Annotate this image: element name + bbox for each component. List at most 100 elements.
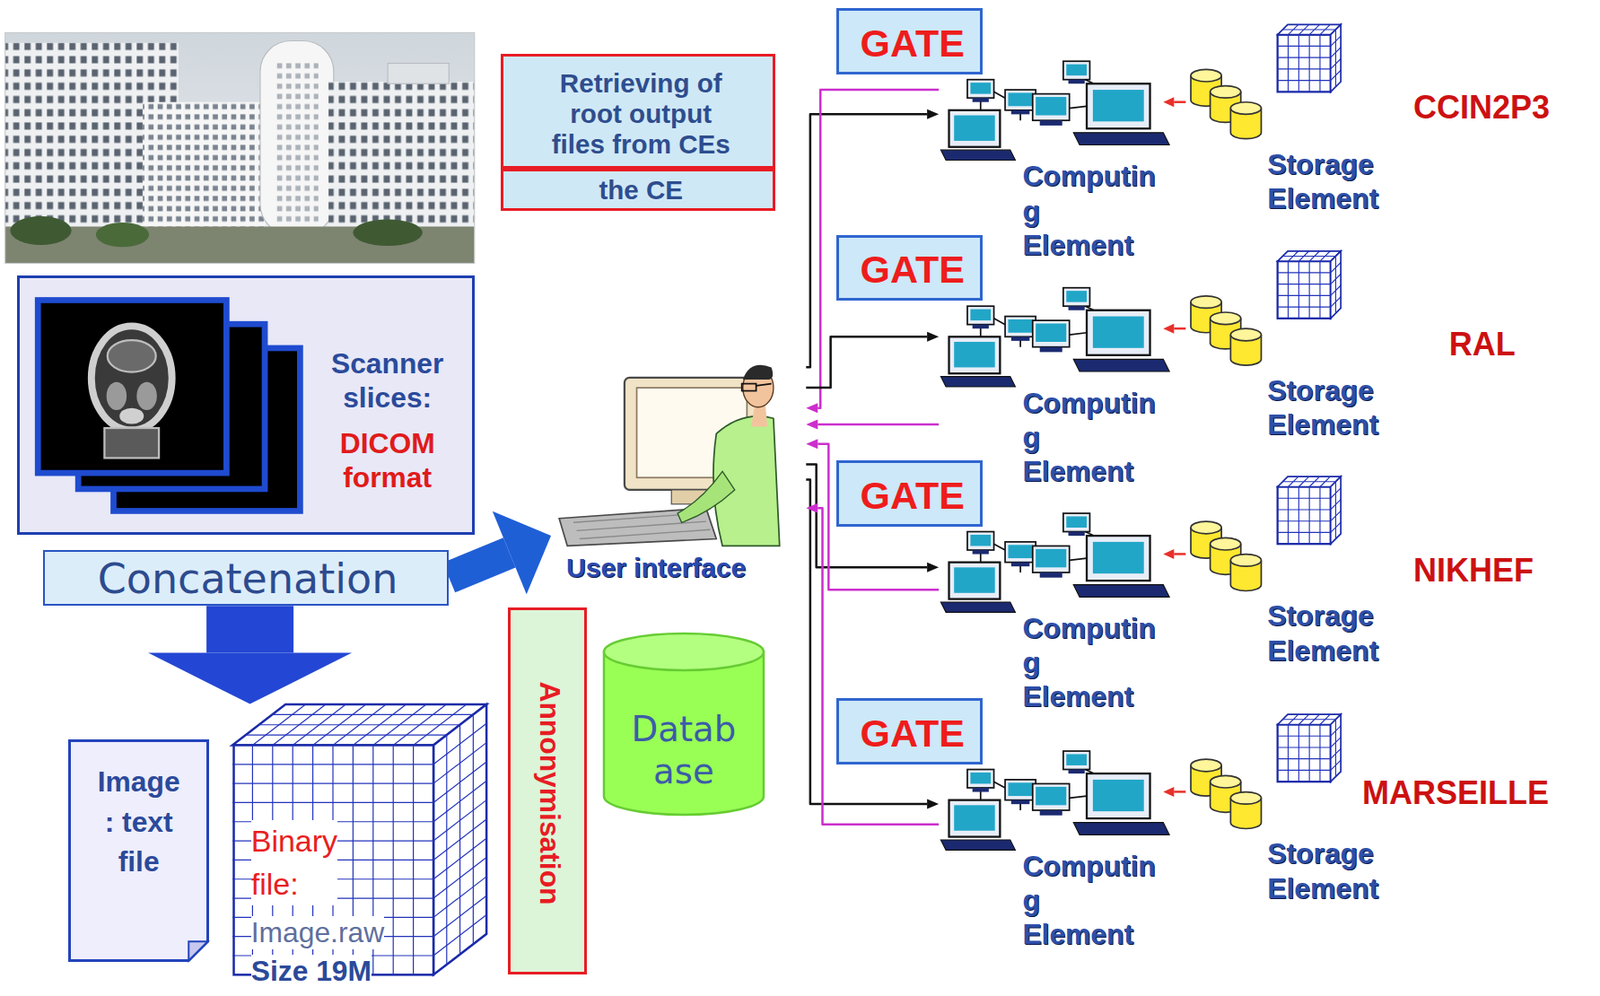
connector [805, 332, 939, 388]
person-hair [743, 365, 773, 380]
glasses [742, 384, 757, 392]
file-label: Image : text file [97, 761, 181, 883]
roof-block [387, 63, 449, 85]
tree [352, 219, 422, 247]
arrowhead [926, 562, 939, 573]
computing-element: Computin g Element [938, 743, 1163, 966]
process-label: Concatenation [97, 557, 399, 601]
result-return-arrow [817, 423, 939, 427]
connector [1162, 549, 1186, 560]
grid-cube [1277, 714, 1342, 782]
sinus [107, 340, 157, 373]
arrowhead [1162, 323, 1174, 334]
grid-line [459, 724, 461, 954]
building-photo [5, 32, 475, 263]
result-return-arrow [817, 507, 939, 825]
note-box: the CE [500, 168, 776, 212]
disk-stack [1190, 69, 1261, 139]
arrowhead [926, 332, 939, 342]
sky [5, 32, 475, 263]
storage-element: Storage Element [1185, 289, 1399, 452]
ui-label: User interface [566, 551, 746, 585]
storage-element: Storage Element [1185, 63, 1399, 226]
gate-box: GATE [836, 698, 983, 765]
element-label: Computin g Element [1022, 848, 1155, 952]
gate-label: GATE [860, 20, 965, 68]
note-text: Retrieving of root output files from CEs [545, 68, 737, 160]
element-label: Storage Element [1267, 598, 1379, 667]
file-name: Image.raw [251, 916, 385, 950]
connector [805, 503, 939, 825]
process-box: Concatenation [43, 550, 450, 606]
database-cylinder: Datab ase [602, 632, 766, 817]
bone-detail [120, 408, 145, 425]
tree [96, 222, 149, 247]
building-block [142, 102, 265, 236]
arrowhead [805, 402, 818, 413]
computer-cluster [940, 288, 1170, 387]
computer-cluster [940, 751, 1170, 850]
cylinder-body [603, 650, 764, 815]
gate-label: GATE [860, 710, 965, 758]
slice-frame [38, 300, 228, 474]
gate-box: GATE [836, 8, 983, 75]
block-arrow [448, 552, 509, 578]
grid-line [232, 801, 434, 803]
connector [805, 419, 939, 430]
grid-line [259, 724, 461, 726]
page-outline [69, 741, 209, 962]
block-arrow [206, 605, 294, 653]
site-name: MARSEILLE [1362, 773, 1549, 813]
computer-cluster [940, 61, 1170, 160]
element-label: Computin g Element [1022, 158, 1155, 262]
grid-line [472, 714, 474, 945]
user-workstation [559, 365, 780, 547]
grid-line [232, 782, 434, 784]
arrowhead [148, 653, 352, 705]
connector [148, 605, 352, 704]
data-read-arrow [1173, 552, 1186, 556]
site-name: CCIN2P3 [1413, 87, 1550, 127]
database-label: Datab ase [630, 708, 736, 793]
grid-line [272, 713, 474, 715]
band-label: Annonymisation [533, 681, 568, 906]
element-label: Storage Element [1267, 147, 1379, 216]
grid-cube [1277, 24, 1342, 92]
person-arm [677, 471, 735, 523]
note-text: the CE [598, 174, 683, 206]
connector [1162, 96, 1186, 107]
arrowhead [805, 503, 818, 514]
element-label: Storage Element [1267, 836, 1379, 905]
data-read-arrow [1173, 790, 1186, 794]
gate-label: GATE [860, 247, 965, 295]
arrowhead [1162, 549, 1174, 560]
page-fold [188, 942, 208, 962]
connector [1162, 786, 1186, 797]
arrowhead [805, 438, 818, 449]
panel-text: Scanner slices: [331, 346, 444, 415]
data-read-arrow [1173, 100, 1186, 104]
text-file: Image : text file [68, 739, 210, 962]
scanner-panel: Scanner slices:DICOM format [17, 275, 474, 535]
photo-frame [5, 32, 475, 263]
storage-element: Storage Element [1185, 515, 1399, 677]
file-size: Size 19M [251, 954, 372, 988]
gate-box: GATE [836, 460, 983, 527]
skull-outline [91, 325, 173, 430]
bone-detail [137, 382, 158, 411]
computer-cluster [940, 513, 1170, 613]
arrowhead [926, 799, 939, 810]
round-tower [260, 40, 334, 235]
grid-volume [232, 704, 487, 975]
building-wing [328, 81, 475, 236]
job-submit-arrow [805, 336, 927, 388]
gate-box: GATE [836, 235, 983, 302]
element-label: Computin g Element [1022, 611, 1155, 714]
element-label: Computin g Element [1022, 385, 1155, 489]
element-label: Storage Element [1267, 373, 1379, 442]
process-band: Annonymisation [507, 607, 587, 975]
bone-detail [106, 382, 127, 411]
arrowhead [926, 109, 939, 120]
disk-stack [1190, 759, 1261, 829]
